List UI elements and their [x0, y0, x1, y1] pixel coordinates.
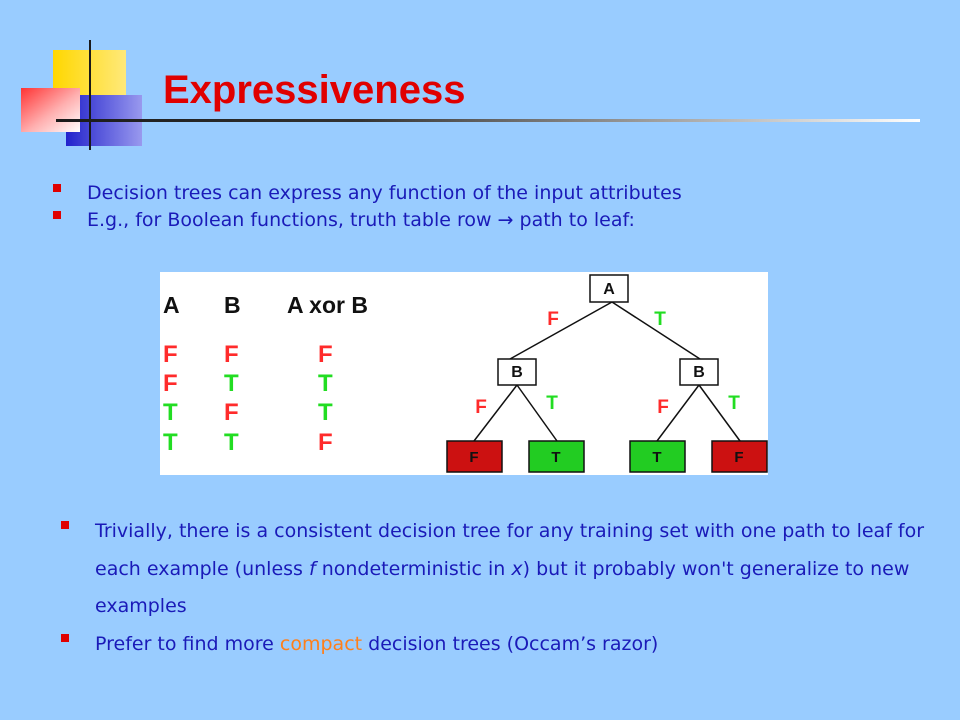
tree-leaf-box	[446, 440, 503, 473]
bullet-text-part: decision trees (Occam’s razor)	[362, 632, 659, 655]
tree-edge	[698, 384, 741, 442]
tt-cell: T	[224, 370, 239, 397]
highlight-compact: compact	[279, 632, 363, 655]
tree-leaf-label: T	[652, 449, 661, 466]
tree-node-box	[679, 358, 719, 386]
tree-leaf-box	[528, 440, 585, 473]
bullet-item: Decision trees can express any function …	[53, 180, 933, 207]
tt-cell: F	[318, 341, 333, 368]
tt-cell: F	[163, 341, 178, 368]
bullet-item: Prefer to find more compact decision tre…	[61, 626, 941, 664]
tree-node-label: A	[603, 281, 615, 298]
bullet-item: Trivially, there is a consistent decisio…	[61, 513, 941, 626]
tree-edge-label: T	[654, 309, 666, 330]
tt-cell: T	[163, 399, 178, 426]
truth-table: A B A xor B F F F F T T T F T T T F	[163, 292, 368, 456]
tt-cell: T	[318, 370, 333, 397]
tt-cell: F	[224, 399, 239, 426]
bullet-square-icon	[61, 633, 69, 642]
xor-figure: A B A xor B F F F F T T T F T T T F	[160, 272, 768, 475]
bullet-item: E.g., for Boolean functions, truth table…	[53, 207, 933, 234]
slide-title: Expressiveness	[163, 68, 466, 112]
tree-edges	[473, 301, 741, 442]
bullet-list-bottom: Trivially, there is a consistent decisio…	[61, 513, 941, 663]
tree-edge-label: F	[475, 397, 487, 418]
bullet-text-part: nondeterministic in	[315, 557, 512, 580]
tree-edge	[509, 301, 613, 360]
bullet-text-part: Prefer to find more	[95, 632, 280, 655]
tree-leaf: F	[446, 440, 503, 473]
tt-header-b: B	[224, 292, 241, 318]
bullet-text-prefer: Prefer to find more compact decision tre…	[95, 633, 658, 655]
tree-node-box	[497, 358, 537, 386]
xor-figure-svg: A B A xor B F F F F T T T F T T T F	[163, 274, 768, 473]
bullet-text: E.g., for Boolean functions, truth table…	[87, 209, 635, 231]
bullet-square-icon	[53, 184, 61, 192]
tt-cell: T	[318, 399, 333, 426]
tree-leaf: T	[629, 440, 686, 473]
tree-right-b-node: B	[679, 358, 719, 386]
tree-edge-label: T	[546, 393, 558, 414]
tt-cell: F	[224, 341, 239, 368]
decision-tree: A B B F T F T F T F T	[446, 274, 768, 473]
tree-leaf-label: F	[469, 449, 478, 466]
tree-leaf: F	[711, 440, 768, 473]
tree-leaf-box	[629, 440, 686, 473]
bullet-var-f: f	[308, 557, 316, 580]
tree-edge	[473, 384, 518, 442]
title-underline	[56, 119, 920, 122]
tree-edge	[516, 384, 558, 442]
tt-cell: T	[224, 429, 239, 456]
tree-left-b-node: B	[497, 358, 537, 386]
bullet-text-part: Trivially, there is a consistent decisio…	[95, 520, 925, 580]
tree-leaf: T	[528, 440, 585, 473]
tree-edge-label: T	[728, 393, 740, 414]
logo-red-square	[21, 88, 80, 132]
tree-edge	[611, 301, 701, 360]
tt-header-xor: A xor B	[287, 292, 368, 318]
bullet-text-part: ) but it probably won't generalize to ne…	[95, 557, 910, 618]
bullet-text: Decision trees can express any function …	[87, 182, 682, 204]
slide-logo-decoration	[21, 40, 142, 150]
tt-cell: F	[163, 370, 178, 397]
tree-leaf-label: T	[551, 449, 560, 466]
tt-cell: F	[318, 429, 333, 456]
tt-header-a: A	[163, 292, 180, 318]
tree-node-box	[589, 274, 629, 303]
bullet-list-top: Decision trees can express any function …	[53, 180, 933, 234]
tree-root-node: A	[589, 274, 629, 303]
tree-node-label: B	[511, 364, 523, 381]
bullet-square-icon	[61, 521, 69, 529]
tree-leaf-box	[711, 440, 768, 473]
tree-edge-label: F	[657, 397, 669, 418]
tree-edge-label: F	[547, 309, 559, 330]
tt-cell: T	[163, 429, 178, 456]
tree-leaf-label: F	[734, 449, 743, 466]
bullet-var-x: x	[511, 557, 523, 580]
tree-node-label: B	[693, 364, 705, 381]
tree-edge	[656, 384, 700, 442]
bullet-text-trivially: Trivially, there is a consistent decisio…	[95, 520, 924, 617]
bullet-square-icon	[53, 211, 61, 219]
